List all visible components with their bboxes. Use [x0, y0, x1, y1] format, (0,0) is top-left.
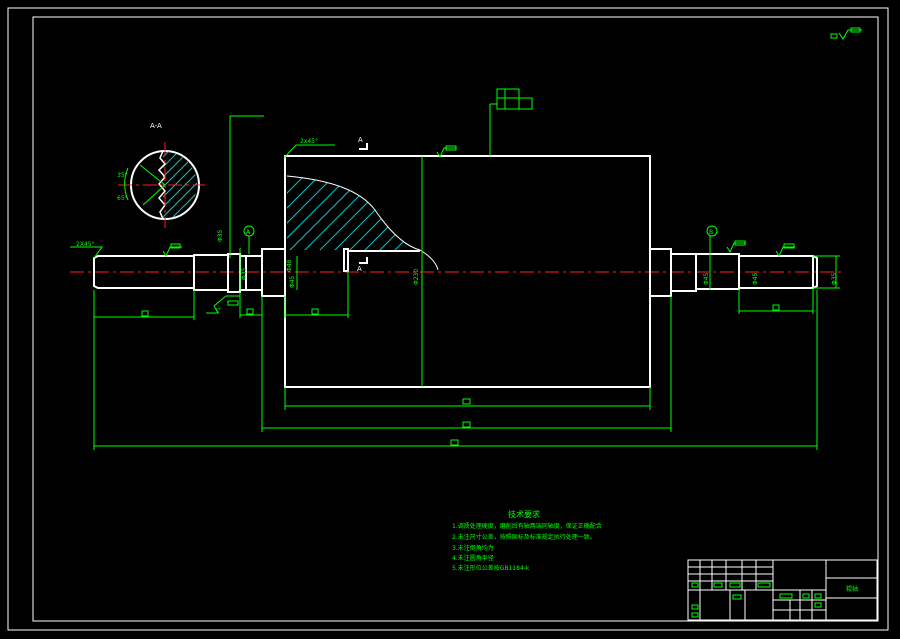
- tech-req-line-1: 1.调质处理硬度，磨削后有轴两端同轴度，保证正确配合: [452, 522, 602, 530]
- section-mark-top: A: [358, 136, 363, 144]
- title-block: 辊轴: [687, 559, 878, 621]
- dim-main-diameter: Φ230: [413, 269, 420, 285]
- svg-text:Φ35: Φ35: [831, 272, 838, 285]
- svg-text:Φ35: Φ35: [241, 267, 248, 280]
- roughness-symbol-top-right: [830, 27, 862, 40]
- tech-req-line-2: 2.未注尺寸公差，按照国标及标准规定执行处理一致。: [452, 533, 596, 541]
- section-mark-bottom: A: [357, 265, 362, 273]
- tech-req-title: 技术要求: [508, 509, 540, 519]
- tech-req-line-5: 5.未注形位公差按GB1184-k: [452, 564, 530, 572]
- section-view-a-a: A-A 35° 65°: [117, 122, 205, 228]
- tech-req-line-4: 4.未注圆角半径: [452, 554, 494, 562]
- chamfer-left-label: 2X45°: [76, 241, 95, 248]
- title-block-name: 辊轴: [846, 585, 858, 593]
- angle-label-2: 65°: [117, 195, 128, 202]
- outer-border: [7, 7, 889, 631]
- inner-border: [32, 16, 879, 622]
- section-label: A-A: [150, 122, 162, 130]
- dim-journal-diameter: Φ45: [289, 275, 296, 288]
- dim-left-vertical: Φ35: [217, 229, 224, 242]
- angle-label-1: 35°: [117, 172, 128, 179]
- datum-b: B: [709, 229, 713, 236]
- datum-a: A: [246, 229, 251, 236]
- dim-right-vertical: Φ45: [752, 272, 759, 285]
- svg-text:▽: ▽: [216, 307, 221, 314]
- svg-text:Φ45: Φ45: [703, 272, 710, 285]
- svg-text:Φ48: Φ48: [286, 259, 293, 272]
- tech-req-line-3: 3.未注倒角均为: [452, 544, 494, 552]
- chamfer-body-label: 2x45°: [300, 138, 318, 145]
- dimensions: Φ230 Φ45 Φ48 Φ35 Φ35 Φ45 Φ45 Φ35 2X45° 2…: [70, 88, 840, 450]
- technical-requirements: 技术要求 1.调质处理硬度，磨削后有轴两端同轴度，保证正确配合 2.未注尺寸公差…: [452, 509, 602, 572]
